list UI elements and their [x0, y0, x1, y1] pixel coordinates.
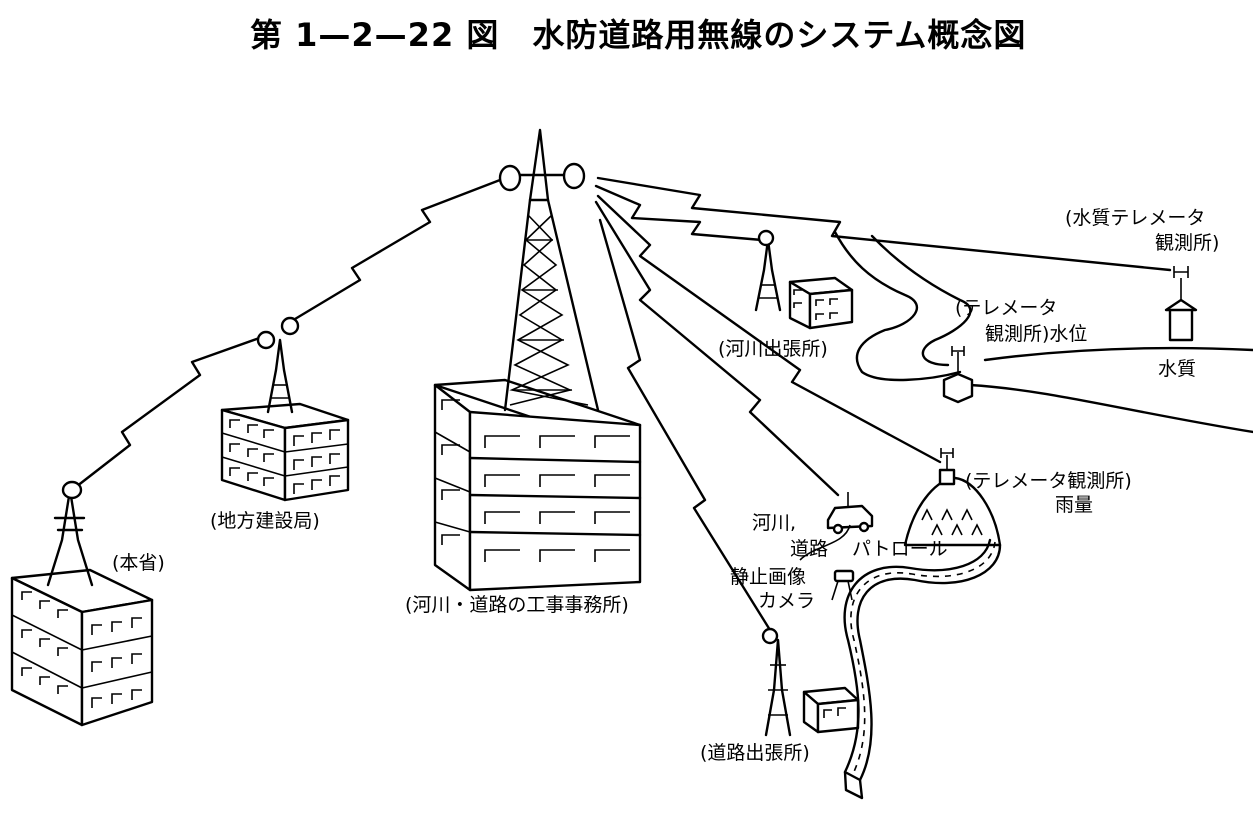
link-tower-rain — [596, 194, 942, 464]
link-chiho-tower — [283, 178, 502, 327]
label-patrol-kasen: 河川, — [752, 512, 797, 534]
label-camera-1: 静止画像 — [730, 566, 807, 588]
still-image-camera — [799, 524, 855, 601]
diagram-title: 第 1—2—22 図 水防道路用無線のシステム概念図 — [250, 16, 1027, 54]
label-kasen-shutcho: (河川出張所) — [718, 338, 828, 360]
label-suii-obs-1: (テレメータ — [955, 297, 1058, 319]
radio-links — [70, 176, 1172, 632]
koji-office-building — [433, 378, 642, 592]
label-suii-obs-2: 観測所)水位 — [985, 323, 1088, 345]
label-suishitsu-obs-1: (水質テレメータ — [1065, 207, 1206, 229]
honsho-antenna-tower — [46, 480, 94, 587]
link-tower-suishitsu — [596, 176, 1172, 272]
label-doro-shutcho: (道路出張所) — [700, 742, 810, 764]
link-tower-doro — [598, 218, 772, 632]
label-suishitsu-obs-2: 観測所) — [1155, 232, 1220, 254]
river-terrain — [833, 230, 1253, 434]
label-patrol: パトロール — [852, 538, 948, 560]
label-patrol-doro: 道路 — [790, 538, 829, 560]
link-tower-kasen — [594, 184, 764, 242]
chiho-building — [220, 316, 350, 502]
label-camera-2: カメラ — [758, 590, 816, 612]
link-honsho-chiho — [70, 334, 267, 492]
honsho-building — [10, 568, 154, 727]
main-steel-tower — [498, 128, 600, 412]
patrol-car — [826, 492, 874, 535]
label-honsho: (本省) — [112, 552, 165, 574]
label-suishitsu: 水質 — [1158, 358, 1197, 380]
label-koji-jimusho: (河川・道路の工事事務所) — [405, 594, 629, 616]
suishitsu-station — [1164, 266, 1198, 342]
winding-road — [843, 538, 1002, 800]
label-uryo: 雨量 — [1055, 494, 1094, 516]
kasen-shutcho-station — [754, 229, 854, 330]
link-tower-patrol — [594, 200, 840, 497]
label-uryo-obs: (テレメータ観測所) — [965, 470, 1132, 492]
rain-gauge-hill — [903, 448, 1002, 547]
doro-shutcho-station — [761, 627, 860, 737]
suii-station — [942, 346, 974, 404]
label-chiho-kensetsu: (地方建設局) — [210, 510, 320, 532]
